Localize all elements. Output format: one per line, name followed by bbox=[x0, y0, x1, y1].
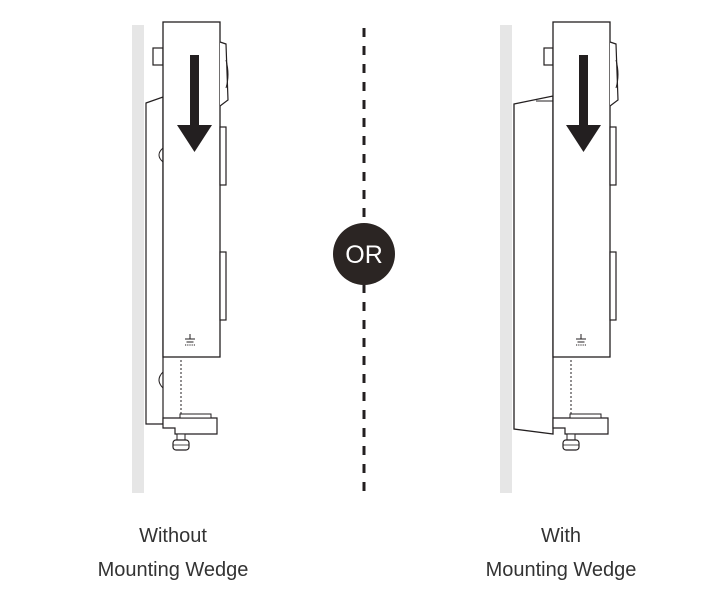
right-ground-symbol-icon bbox=[576, 334, 586, 346]
left-camera-lens bbox=[219, 41, 229, 107]
right-camera-lens bbox=[609, 41, 619, 107]
right-screw-icon bbox=[562, 433, 580, 451]
left-button bbox=[219, 251, 227, 321]
right-mounting-wedge bbox=[513, 95, 554, 435]
caption-left-line1: Without bbox=[139, 525, 207, 547]
caption-without-wedge: Without Mounting Wedge bbox=[43, 519, 303, 587]
right-illustration bbox=[500, 21, 619, 493]
left-illustration bbox=[132, 21, 229, 493]
right-bottom-bracket bbox=[552, 417, 609, 435]
caption-right-line1: With bbox=[541, 525, 581, 547]
right-speaker bbox=[609, 126, 617, 186]
right-top-clip bbox=[543, 47, 554, 66]
left-top-clip bbox=[152, 47, 164, 66]
or-label: OR bbox=[345, 241, 383, 269]
caption-with-wedge: With Mounting Wedge bbox=[431, 519, 691, 587]
caption-left-line2: Mounting Wedge bbox=[97, 559, 249, 581]
left-screw-icon bbox=[172, 433, 190, 451]
left-wall bbox=[132, 25, 144, 493]
left-speaker bbox=[219, 126, 227, 186]
left-ground-symbol-icon bbox=[185, 334, 195, 346]
right-button bbox=[609, 251, 617, 321]
caption-right-line2: Mounting Wedge bbox=[485, 559, 637, 581]
or-badge bbox=[333, 223, 395, 285]
left-bottom-bracket bbox=[162, 417, 218, 435]
right-arrow-down-icon bbox=[566, 55, 601, 152]
left-arrow-down-icon bbox=[177, 55, 212, 152]
right-wall bbox=[500, 25, 512, 493]
